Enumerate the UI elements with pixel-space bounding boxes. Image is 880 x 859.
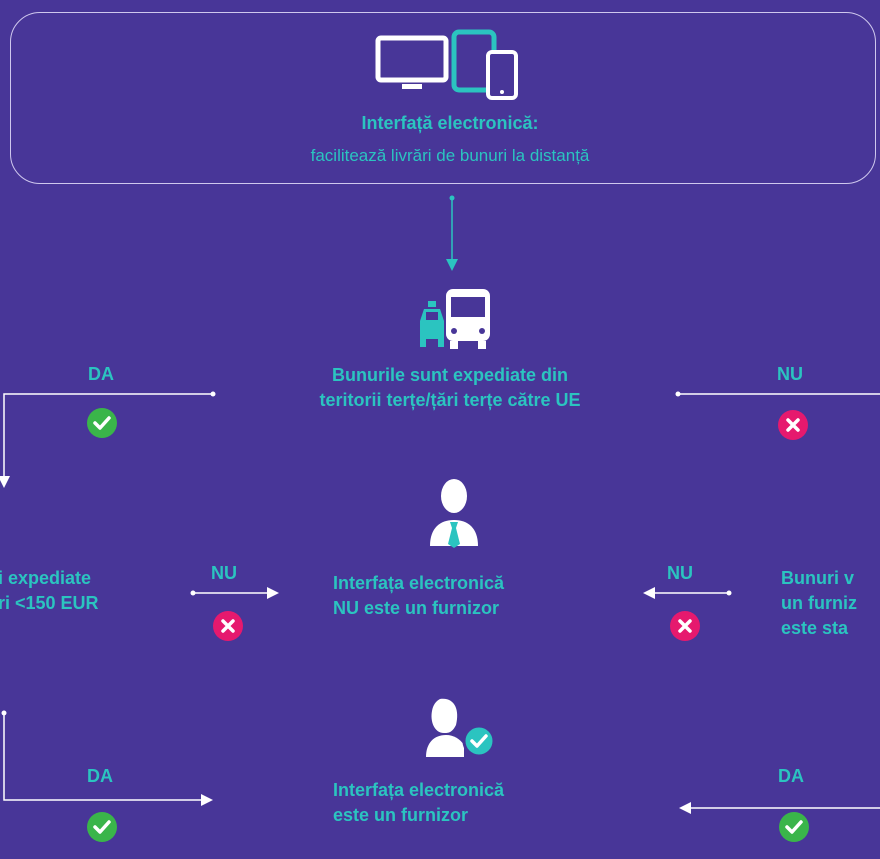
answer-nu-mid-right: NU	[667, 563, 693, 583]
is-supplier-line1: Interfața electronică	[333, 780, 505, 800]
answer-da-bottom-right: DA	[778, 766, 804, 786]
right-goods-line1: Bunuri v	[781, 568, 855, 588]
arrow-da-top-left	[0, 393, 213, 488]
right-goods-text: Bunuri v un furniz este sta	[781, 566, 880, 641]
electronic-interface-box	[10, 12, 876, 184]
left-goods-line2: ri <150 EUR	[0, 593, 99, 613]
check-circle-icon	[779, 812, 809, 847]
interface-is-supplier-text: Interfața electronică este un furnizor	[333, 778, 504, 828]
businessman-icon	[428, 478, 480, 553]
left-goods-value-text: i expediate ri <150 EUR	[0, 566, 99, 616]
answer-nu-mid-left: NU	[211, 563, 237, 583]
taxi-bus-icon	[414, 285, 494, 356]
not-supplier-line2: NU este un furnizor	[333, 598, 500, 618]
x-circle-icon	[778, 410, 808, 445]
arrow-da-bottom-left	[3, 713, 213, 806]
top-box-title: Interfață electronică:	[361, 113, 539, 133]
goods-shipped-question: Bunurile sunt expediate din teritorii te…	[230, 363, 670, 413]
top-box-subtitle: facilitează livrări de bunuri la distanț…	[310, 146, 590, 165]
verified-person-icon	[424, 695, 496, 764]
answer-da-bottom-left: DA	[87, 766, 113, 786]
right-goods-line3: este sta	[781, 618, 849, 638]
goods-shipped-line1: Bunurile sunt expediate din	[331, 365, 569, 385]
devices-icon	[374, 28, 524, 105]
goods-shipped-line2: teritorii terțe/țări terțe către UE	[319, 390, 581, 410]
x-circle-icon	[213, 611, 243, 646]
check-circle-icon	[87, 408, 117, 443]
answer-nu-top-right: NU	[777, 364, 803, 384]
left-goods-line1: i expediate	[0, 568, 92, 588]
answer-da-top-left: DA	[88, 364, 114, 384]
interface-not-supplier-text: Interfața electronică NU este un furnizo…	[333, 571, 504, 621]
check-circle-icon	[87, 812, 117, 847]
not-supplier-line1: Interfața electronică	[333, 573, 505, 593]
right-goods-line2: un furniz	[781, 593, 857, 613]
x-circle-icon	[670, 611, 700, 646]
is-supplier-line2: este un furnizor	[333, 805, 469, 825]
